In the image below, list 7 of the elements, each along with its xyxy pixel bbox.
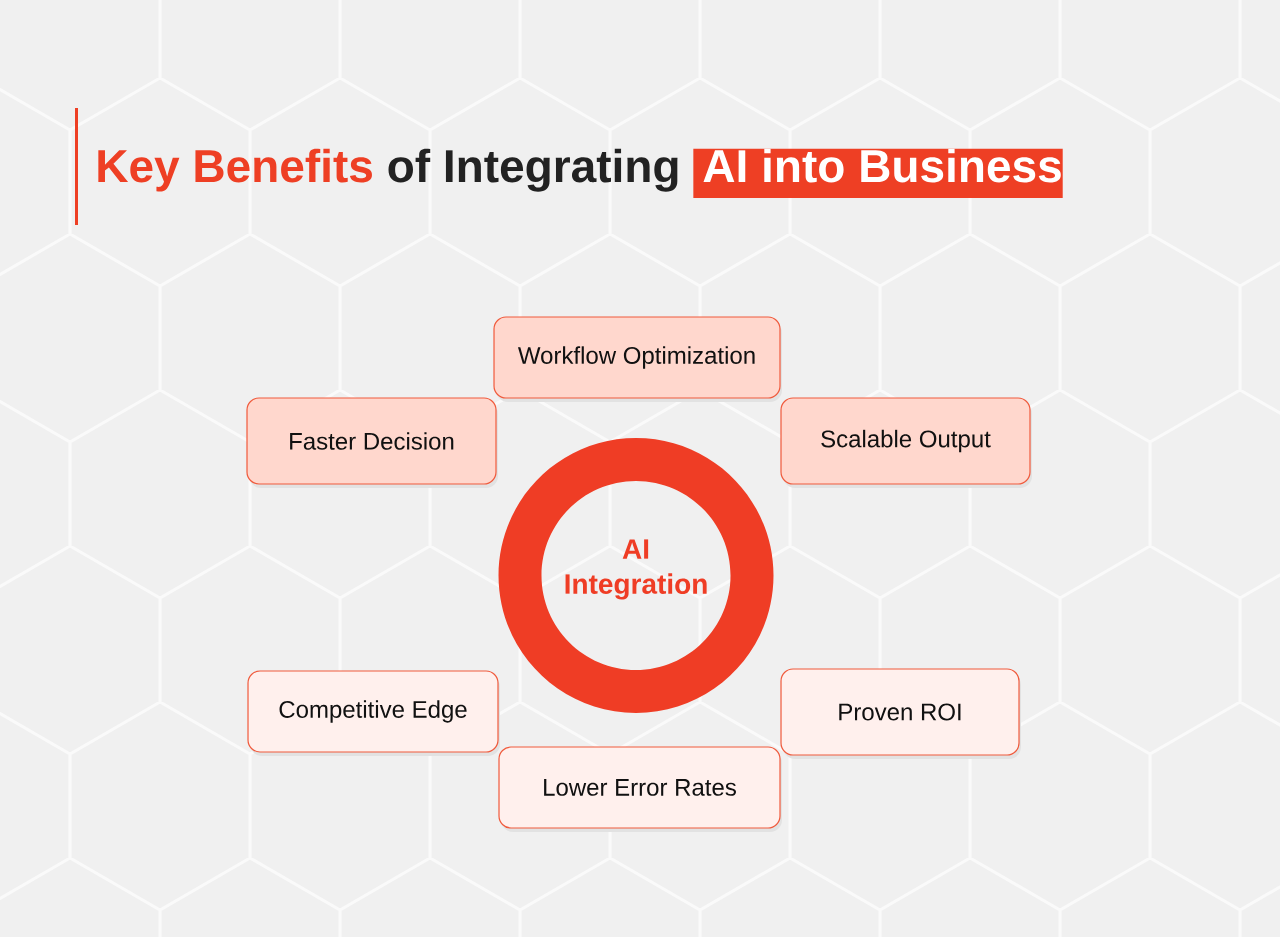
benefit-box: Competitive Edge: [247, 670, 500, 756]
benefit-box: Workflow Optimization: [493, 316, 782, 402]
benefit-box: Scalable Output: [780, 397, 1032, 488]
benefit-box: Faster Decision: [246, 397, 498, 488]
benefit-box: Proven ROI: [780, 668, 1021, 759]
benefit-box: Lower Error Rates: [498, 746, 782, 832]
title: Key Benefits of Integrating AI into Business: [98, 148, 1063, 198]
